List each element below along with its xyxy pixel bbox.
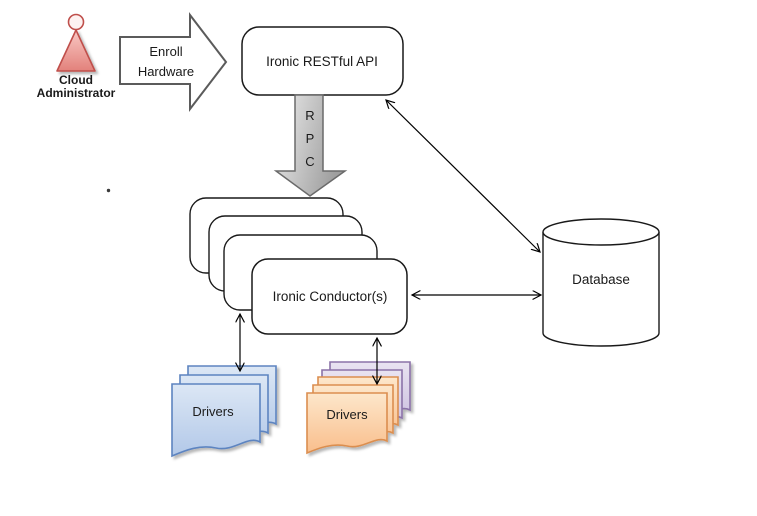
right-block-arrow-shape — [119, 12, 228, 112]
rpc-letter-r: R — [305, 108, 314, 123]
conductor-label: Ironic Conductor(s) — [273, 289, 388, 304]
drivers-orange-label: Drivers — [326, 407, 368, 422]
drivers-blue-stack: Drivers — [171, 365, 277, 457]
rpc-letter-c: C — [305, 154, 314, 169]
orange-doc-front — [306, 392, 388, 454]
down-block-arrow-shape — [273, 94, 348, 197]
database-label: Database — [572, 272, 630, 287]
enroll-hardware-arrow: Enroll Hardware — [119, 12, 228, 112]
cylinder-body-shape — [542, 232, 660, 347]
rpc-arrow: R P C — [273, 94, 348, 197]
person-head-icon — [67, 13, 85, 31]
drivers-orange-stack: Drivers — [306, 361, 411, 454]
drivers-blue-label: Drivers — [192, 404, 234, 419]
actor-label-line2: Administrator — [37, 86, 116, 100]
person-body-icon — [56, 29, 96, 72]
database-cylinder: Database — [542, 218, 660, 347]
enroll-label-line2: Hardware — [138, 64, 194, 79]
enroll-label-line1: Enroll — [149, 44, 182, 59]
api-box: Ironic RESTful API — [241, 26, 404, 96]
conductor-stack: Ironic Conductor(s) — [189, 197, 408, 335]
stray-dot — [106, 188, 111, 193]
api-box-label: Ironic RESTful API — [266, 54, 378, 69]
cylinder-top-shape — [542, 218, 660, 246]
blue-doc-front — [171, 383, 261, 457]
rpc-letter-p: P — [306, 131, 315, 146]
conductor-box-front — [251, 258, 408, 335]
actor-label-line1: Cloud — [59, 73, 93, 87]
connector-api-database — [386, 100, 540, 252]
cloud-administrator-actor: Cloud Administrator — [37, 13, 116, 100]
